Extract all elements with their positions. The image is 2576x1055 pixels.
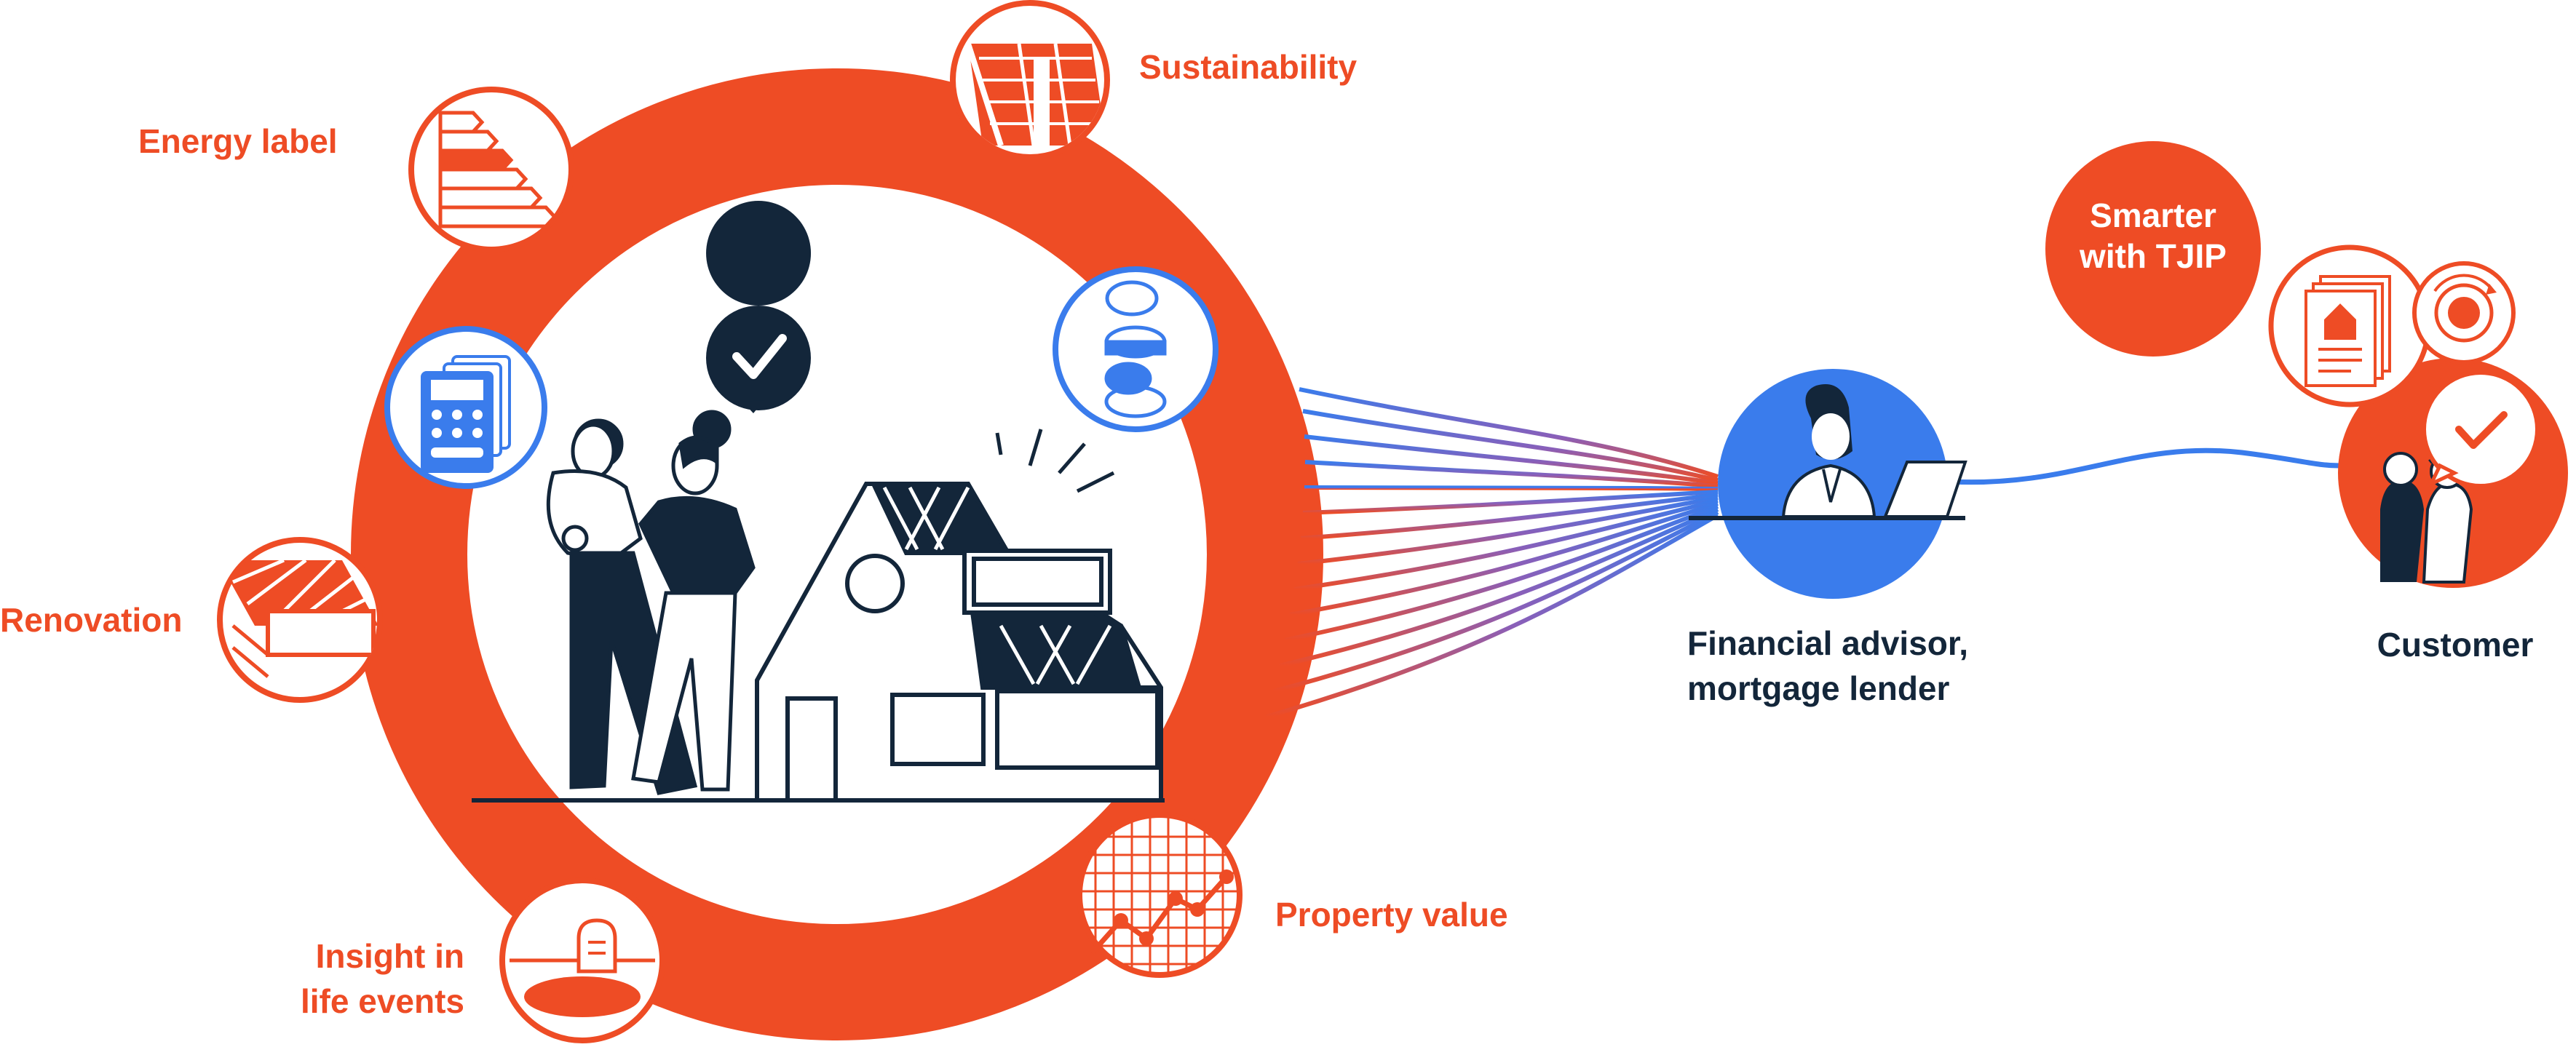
value-graph-icon [1077, 812, 1243, 978]
house-couple-illustration [472, 201, 1165, 803]
label-insight-line2: life events [301, 982, 464, 1020]
label-sustainability: Sustainability [1139, 48, 1357, 86]
checkmark-bubble-icon [706, 201, 812, 413]
gravestone-icon [499, 877, 665, 1043]
label-customer: Customer [2377, 626, 2534, 664]
label-renovation: Renovation [0, 601, 182, 639]
solar-panel-icon [950, 0, 1110, 160]
label-insight-line1: Insight in [316, 937, 464, 975]
house-documents-icon [2268, 244, 2431, 407]
house-icon [755, 429, 1163, 803]
coins-icon [1053, 266, 1218, 432]
checkmark-bubble-icon [2422, 370, 2540, 488]
smarter-line2: with TJIP [2079, 237, 2227, 275]
advisor-customer-line [1950, 447, 2341, 485]
label-property-value: Property value [1275, 896, 1508, 933]
smarter-line1: Smarter [2090, 196, 2216, 234]
financial-advisor-icon [1689, 369, 1967, 599]
globe-refresh-icon [2412, 261, 2516, 365]
connection-fan [1266, 387, 1719, 719]
main-ring [351, 68, 1323, 1040]
person-right [631, 410, 756, 792]
label-advisor-line2: mortgage lender [1687, 669, 1950, 707]
renovation-icon [217, 537, 383, 703]
label-advisor-line1: Financial advisor, [1687, 624, 1968, 662]
label-energy-label: Energy label [138, 122, 338, 160]
calculator-icon [384, 326, 547, 489]
smarter-tjip-badge: Smarter with TJIP [2045, 141, 2261, 357]
energy-label-icon [408, 87, 574, 252]
